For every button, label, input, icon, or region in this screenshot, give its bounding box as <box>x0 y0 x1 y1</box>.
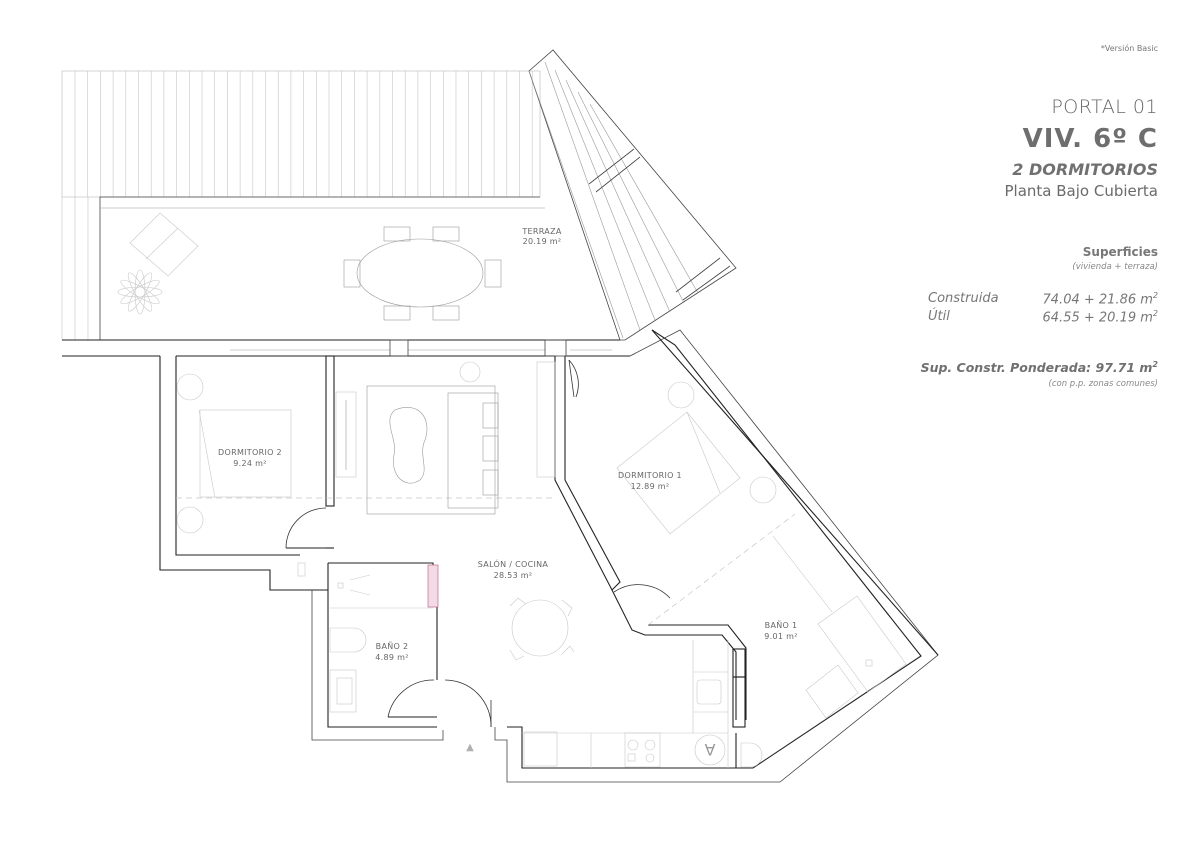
entrance-marker-icon: ▲ <box>466 742 474 753</box>
doors <box>285 359 671 728</box>
terrace-decking <box>61 70 541 340</box>
terrace-area <box>62 196 620 357</box>
room-area-bano-1: 9.01 m² <box>764 632 797 641</box>
room-label-bano-2: BAÑO 2 <box>376 641 409 651</box>
floor-label: Planta Bajo Cubierta <box>1004 182 1159 200</box>
room-label-dormitorio-1: DORMITORIO 1 <box>618 471 682 480</box>
surfaces-title: Superficies <box>1082 245 1158 259</box>
shaft-hatched <box>427 564 439 608</box>
dining-table <box>509 597 575 661</box>
kitchen-counters <box>522 640 763 768</box>
portal-label: PORTAL 01 <box>1051 96 1158 118</box>
interior-walls <box>176 355 747 720</box>
room-area-dormitorio-1: 12.89 m² <box>631 482 670 491</box>
room-label-salon-cocina: SALÓN / COCINA <box>478 558 549 569</box>
version-note: *Versión Basic <box>1100 44 1158 53</box>
room-area-salon-cocina: 28.53 m² <box>494 571 533 580</box>
room-area-terraza: 20.19 m² <box>523 237 562 246</box>
bed-dormitorio-2 <box>176 373 555 534</box>
weighted-surface: Sup. Constr. Ponderada: 97.71 m2 <box>920 360 1158 376</box>
bathroom-1-fixtures <box>647 513 907 719</box>
terrace-wing <box>528 49 737 341</box>
room-label-bano-1: BAÑO 1 <box>765 620 798 630</box>
room-label-terraza: TERRAZA <box>521 227 561 236</box>
bedrooms-label: 2 DORMITORIOS <box>1012 160 1158 179</box>
surface-value: 74.04 + 21.86 m2 <box>1042 291 1158 308</box>
terrace-lounger <box>129 212 199 277</box>
room-label-dormitorio-2: DORMITORIO 2 <box>218 448 282 457</box>
unit-title: VIV. 6º C <box>1022 124 1158 154</box>
bed-dormitorio-1 <box>616 381 777 535</box>
surface-label: Construida <box>928 291 999 306</box>
appliance-icon: A <box>704 740 715 759</box>
terrace-dining-table <box>343 226 502 321</box>
bathroom-2-fixtures <box>297 562 433 713</box>
room-area-dormitorio-2: 9.24 m² <box>233 459 266 468</box>
terrace-plant <box>117 269 163 315</box>
room-area-bano-2: 4.89 m² <box>375 653 408 662</box>
surface-value: 64.55 + 20.19 m2 <box>1042 309 1158 326</box>
weighted-surface-note: (con p.p. zonas comunes) <box>1048 379 1158 389</box>
exterior-walls <box>159 329 939 783</box>
surface-label: Útil <box>928 309 950 324</box>
living-room-furniture <box>335 361 556 515</box>
surfaces-subtitle: (vivienda + terraza) <box>1072 262 1158 272</box>
